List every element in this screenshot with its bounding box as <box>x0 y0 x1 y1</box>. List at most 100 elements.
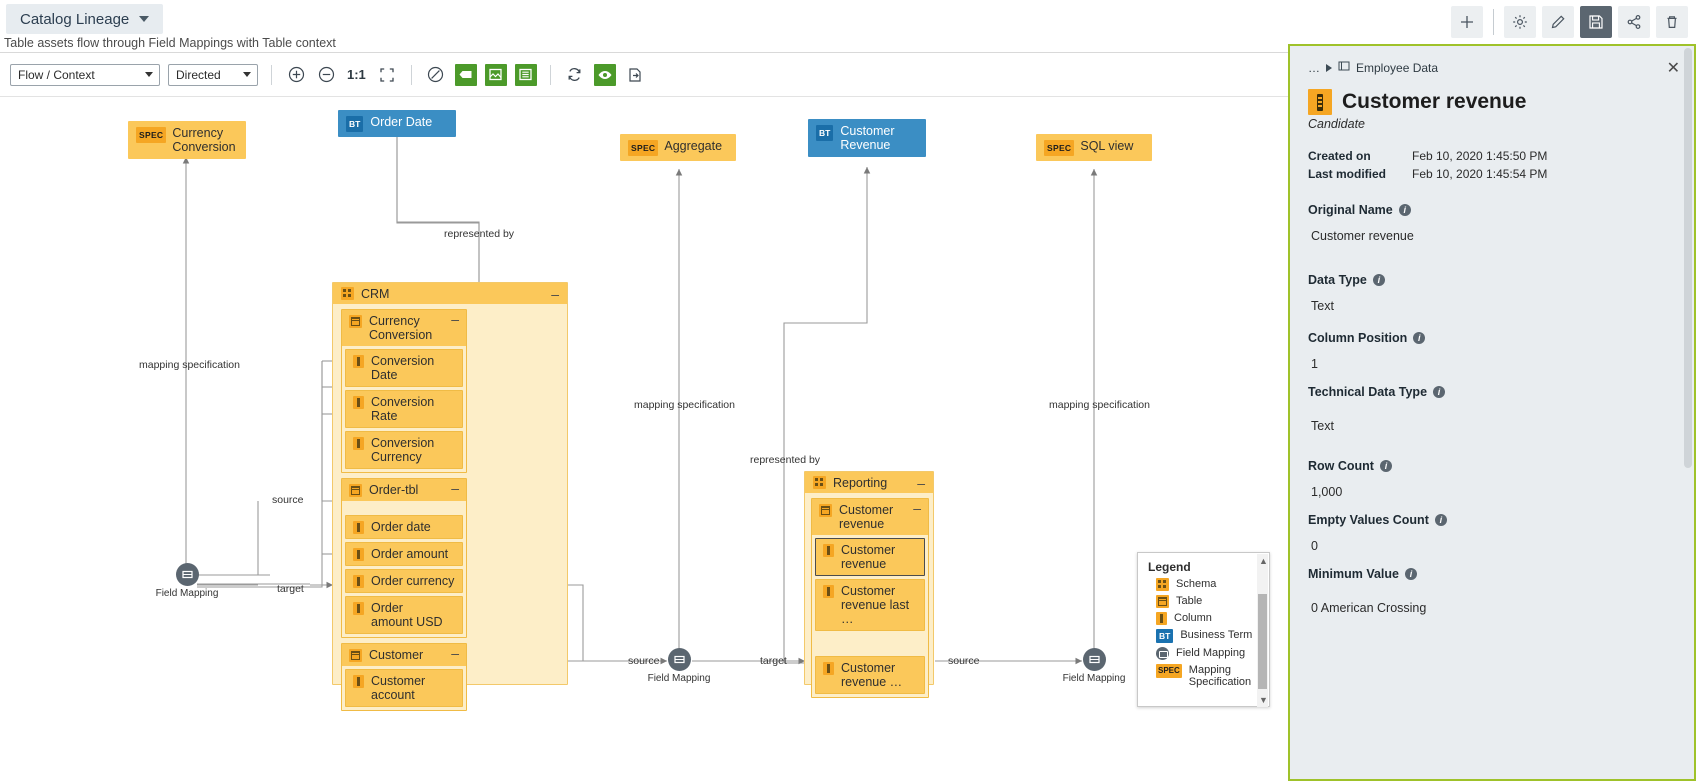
schema-container-reporting[interactable]: Reporting – Customer revenue – Customer … <box>804 471 934 698</box>
schema-icon <box>341 287 354 300</box>
info-icon[interactable]: i <box>1379 460 1392 472</box>
legend-item-mapping-specification: SPEC Mapping Specification <box>1156 664 1269 688</box>
settings-gear-icon[interactable] <box>1504 6 1536 38</box>
info-icon[interactable]: i <box>1434 514 1447 526</box>
schema-header-crm[interactable]: CRM – <box>333 283 567 304</box>
refresh-icon[interactable] <box>564 64 586 86</box>
bt-node-order-date[interactable]: BT Order Date <box>338 110 456 137</box>
edit-pencil-icon[interactable] <box>1542 6 1574 38</box>
column-icon <box>823 662 834 675</box>
column-order-amount[interactable]: Order amount <box>345 542 463 566</box>
breadcrumb[interactable]: … Employee Data <box>1308 60 1670 75</box>
tab-catalog-lineage[interactable]: Catalog Lineage <box>6 4 164 34</box>
lineage-canvas[interactable]: SPEC Currency Conversion SPEC Aggregate … <box>0 96 1290 781</box>
field-mapping-node-1[interactable]: Field Mapping <box>152 563 222 599</box>
legend-label: Business Term <box>1180 629 1253 641</box>
breadcrumb-ellipsis[interactable]: … <box>1308 60 1320 75</box>
toolbar-divider <box>410 64 412 85</box>
fit-to-screen-icon[interactable] <box>376 64 398 86</box>
layout-select-value: Flow / Context <box>18 67 95 82</box>
collapse-icon[interactable]: – <box>451 645 459 661</box>
collapse-icon[interactable]: – <box>551 285 559 302</box>
column-conversion-rate[interactable]: Conversion Rate <box>345 390 463 428</box>
info-icon[interactable]: i <box>1372 274 1385 286</box>
zoom-out-icon[interactable] <box>315 64 337 86</box>
table-header[interactable]: Customer – <box>342 644 466 666</box>
schema-name: CRM <box>361 286 390 301</box>
legend-item-field-mapping: Field Mapping <box>1156 647 1269 660</box>
collapse-icon[interactable]: – <box>451 480 459 496</box>
add-icon[interactable] <box>1451 6 1483 38</box>
schema-icon <box>1156 578 1169 591</box>
legend-scroll-thumb[interactable] <box>1258 594 1267 689</box>
table-header[interactable]: Customer revenue – <box>812 499 928 535</box>
column-customer-revenue[interactable]: Customer revenue <box>815 538 925 576</box>
table-customer-revenue[interactable]: Customer revenue – Customer revenue Cust… <box>811 498 929 698</box>
info-icon[interactable]: i <box>1413 332 1426 344</box>
column-order-amount-usd[interactable]: Order amount USD <box>345 596 463 634</box>
column-label: Order amount <box>371 547 449 561</box>
collapse-icon[interactable]: – <box>913 500 921 516</box>
info-icon[interactable]: i <box>1398 204 1411 216</box>
spec-node-aggregate[interactable]: SPEC Aggregate <box>620 134 736 161</box>
column-customer-account[interactable]: Customer account <box>345 669 463 707</box>
table-header[interactable]: Currency Conversion – <box>342 310 466 346</box>
details-scrollbar[interactable] <box>1684 48 1692 468</box>
schema-container-crm[interactable]: CRM – Currency Conversion – Conversion D… <box>332 282 568 711</box>
export-icon[interactable] <box>624 64 646 86</box>
table-order-tbl[interactable]: Order-tbl – Order date Order amount Orde… <box>341 478 467 638</box>
table-currency-conversion[interactable]: Currency Conversion – Conversion Date Co… <box>341 309 467 473</box>
created-on-value: Feb 10, 2020 1:45:50 PM <box>1412 149 1548 163</box>
breadcrumb-asset-icon <box>1338 60 1350 75</box>
field-mapping-icon <box>1156 647 1169 660</box>
column-order-date[interactable]: Order date <box>345 515 463 539</box>
edge-label-mapping-spec-1: mapping specification <box>139 359 240 371</box>
toggle-node-images-icon[interactable] <box>484 63 507 86</box>
zoom-in-icon[interactable] <box>285 64 307 86</box>
zoom-reset-button[interactable]: 1:1 <box>347 67 366 82</box>
visibility-eye-icon[interactable] <box>593 63 616 86</box>
spec-node-sql-view[interactable]: SPEC SQL view <box>1036 134 1152 161</box>
spec-node-label: Currency Conversion <box>172 126 236 154</box>
edge-label-source-3: source <box>948 655 980 667</box>
info-icon[interactable]: i <box>1405 568 1417 580</box>
toggle-list-view-icon[interactable] <box>514 63 537 86</box>
column-conversion-currency[interactable]: Conversion Currency <box>345 431 463 469</box>
direction-select[interactable]: Directed <box>168 63 258 86</box>
toggle-edge-labels-icon[interactable] <box>454 63 477 86</box>
table-icon <box>349 649 362 662</box>
collapse-icon[interactable]: – <box>451 311 459 327</box>
delete-trash-icon[interactable] <box>1656 6 1688 38</box>
chevron-down-icon[interactable] <box>139 16 150 22</box>
asset-state-label: Candidate <box>1308 117 1365 131</box>
scroll-down-arrow-icon[interactable]: ▼ <box>1259 695 1268 705</box>
collapse-icon[interactable]: – <box>917 474 925 491</box>
field-mapping-node-3[interactable]: Field Mapping <box>1059 648 1129 684</box>
column-customer-revenue-last[interactable]: Customer revenue last … <box>815 579 925 631</box>
spec-node-currency-conversion[interactable]: SPEC Currency Conversion <box>128 121 246 159</box>
table-header[interactable]: Order-tbl – <box>342 479 466 501</box>
column-list: Order date Order amount Order currency O… <box>342 501 466 637</box>
table-customer[interactable]: Customer – Customer account <box>341 643 467 711</box>
layout-select[interactable]: Flow / Context <box>10 63 160 86</box>
no-filter-icon[interactable] <box>425 64 447 86</box>
column-customer-revenue-other[interactable]: Customer revenue … <box>815 656 925 694</box>
column-list: Customer revenue Customer revenue last …… <box>812 535 928 697</box>
schema-header-reporting[interactable]: Reporting – <box>805 472 933 493</box>
field-label-text: Original Name <box>1308 203 1393 217</box>
save-icon[interactable] <box>1580 6 1612 38</box>
table-icon <box>1156 595 1169 608</box>
scroll-up-arrow-icon[interactable]: ▲ <box>1259 556 1268 566</box>
legend-item-business-term: BT Business Term <box>1156 629 1269 643</box>
info-icon[interactable]: i <box>1433 386 1446 398</box>
breadcrumb-item-label[interactable]: Employee Data <box>1356 60 1439 75</box>
bt-node-customer-revenue[interactable]: BT Customer Revenue <box>808 119 926 157</box>
legend-title: Legend <box>1148 560 1191 574</box>
share-icon[interactable] <box>1618 6 1650 38</box>
close-icon[interactable]: ✕ <box>1666 60 1680 77</box>
field-mapping-node-2[interactable]: Field Mapping <box>644 648 714 684</box>
column-conversion-date[interactable]: Conversion Date <box>345 349 463 387</box>
mapping-spec-badge: SPEC <box>1156 664 1182 678</box>
column-order-currency[interactable]: Order currency <box>345 569 463 593</box>
legend-scrollbar[interactable]: ▲ ▼ <box>1257 554 1268 707</box>
